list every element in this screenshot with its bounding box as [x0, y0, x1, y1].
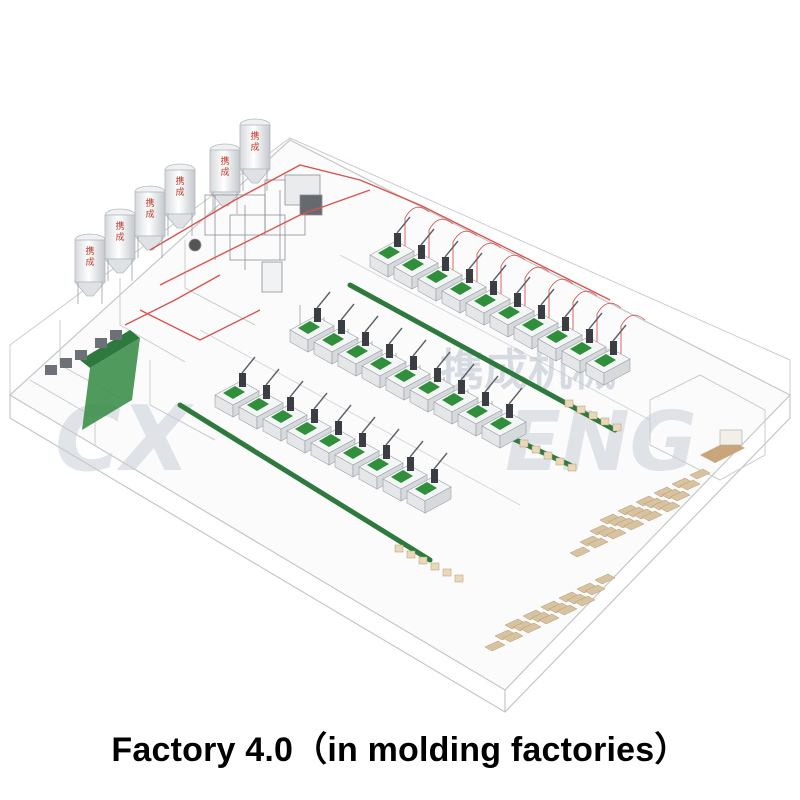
- silo-label: 成: [250, 141, 259, 153]
- carton: [406, 550, 416, 559]
- injection-molding-machine: [337, 315, 383, 377]
- office-desk: [700, 429, 745, 463]
- watermark-brand: ENG: [505, 395, 697, 490]
- silo: 携成: [74, 233, 106, 304]
- silo-label: 携: [220, 155, 229, 167]
- carton: [418, 556, 428, 565]
- carton: [430, 562, 440, 571]
- pallet: [520, 622, 542, 634]
- silo-label: 携: [175, 175, 184, 187]
- injection-molding-machine: [481, 387, 527, 449]
- pallet: [669, 490, 691, 502]
- pallet: [587, 537, 609, 549]
- pallet: [689, 468, 711, 480]
- silo: 携成: [164, 163, 196, 236]
- watermark-logo: CX: [55, 387, 195, 492]
- pallet: [584, 584, 606, 596]
- injection-molding-machine: [585, 324, 631, 386]
- carton: [394, 544, 404, 553]
- silo-label: 成: [145, 208, 154, 220]
- material-pipelines: [124, 164, 611, 341]
- pallet: [659, 501, 681, 513]
- silo: 携成: [209, 143, 241, 214]
- caption: Factory 4.0（in molding factories）: [111, 731, 689, 769]
- silo-label: 携: [85, 245, 94, 257]
- carton: [600, 417, 610, 426]
- carton: [564, 399, 574, 408]
- injection-molding-machine: [441, 252, 487, 314]
- carton: [531, 445, 541, 454]
- carton: [519, 439, 529, 448]
- crusher-line: [45, 330, 140, 430]
- pallet: [623, 519, 645, 531]
- silo-label: 携: [115, 220, 124, 232]
- carton: [454, 574, 464, 583]
- pallet: [574, 595, 596, 607]
- carton: [576, 405, 586, 414]
- carton: [442, 568, 452, 577]
- injection-molding-machine: [406, 452, 452, 514]
- pallet: [641, 510, 663, 522]
- carton: [588, 411, 598, 420]
- injection-molding-machine: [561, 312, 607, 374]
- pallet: [556, 604, 578, 616]
- injection-molding-machines: [214, 216, 631, 514]
- silo-label: 成: [115, 231, 124, 243]
- silo: 携成: [104, 208, 136, 281]
- carton: [567, 463, 577, 472]
- pallet: [605, 528, 627, 540]
- pallet: [484, 640, 506, 652]
- watermark: CX ENG 携成机械: [55, 345, 697, 492]
- pallet: [569, 546, 591, 558]
- pallet: [502, 631, 524, 643]
- silo-label: 成: [175, 186, 184, 198]
- pallet: [594, 573, 616, 585]
- silo-label: 成: [220, 166, 229, 178]
- pallet-storage-areas: [394, 399, 711, 652]
- pallet: [538, 613, 560, 625]
- silo-label: 携: [145, 197, 154, 209]
- silo-label: 携: [250, 130, 259, 142]
- carton: [612, 423, 622, 432]
- pallet: [679, 479, 701, 491]
- injection-molding-machine: [334, 416, 380, 478]
- silo: 携成: [239, 118, 271, 191]
- carton: [555, 457, 565, 466]
- silo: 携成: [134, 185, 166, 258]
- carton: [543, 451, 553, 460]
- silo-label: 成: [85, 256, 94, 268]
